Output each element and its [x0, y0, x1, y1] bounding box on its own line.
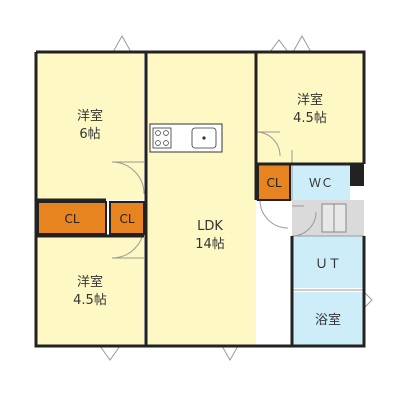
- room-ldk-name: LDK: [197, 219, 223, 234]
- room-western-bottom-left: [36, 236, 144, 346]
- entry-post: [350, 164, 364, 186]
- room-western-top-left-name: 洋室: [77, 108, 103, 124]
- room-western-bottom-left-size: 4.5帖: [73, 293, 107, 308]
- closet-center-label: CL: [119, 212, 134, 226]
- room-western-top-left: [36, 52, 144, 200]
- room-western-top-left-size: 6帖: [79, 127, 100, 142]
- stove-icon: [152, 127, 172, 149]
- closet-borders: [37, 163, 291, 235]
- closet-left-label: CL: [64, 212, 79, 226]
- closet-center: [110, 202, 144, 234]
- room-ldk: [146, 52, 256, 346]
- room-western-top-right-name: 洋室: [297, 92, 323, 108]
- room-western-bottom-left-name: 洋室: [77, 274, 103, 290]
- closet-left: [38, 202, 106, 234]
- walls: [34, 50, 366, 348]
- room-utility-name: ＵＴ: [315, 257, 341, 272]
- stair-step-icon: [321, 203, 347, 233]
- kitchen-counter: [149, 123, 223, 153]
- closet-right-label: CL: [266, 176, 281, 190]
- room-western-top-right-size: 4.5帖: [293, 111, 327, 126]
- room-western-top-right: [256, 52, 364, 164]
- closet-right: [258, 164, 290, 200]
- room-ldk-size: 14帖: [195, 237, 225, 252]
- room-utility: [292, 236, 364, 288]
- room-toilet-name: ＷＣ: [309, 176, 333, 190]
- room-bath: [292, 292, 364, 346]
- room-bath-name: 浴室: [315, 312, 341, 328]
- room-toilet: [292, 164, 350, 200]
- kitchen-sink-icon: [191, 127, 217, 149]
